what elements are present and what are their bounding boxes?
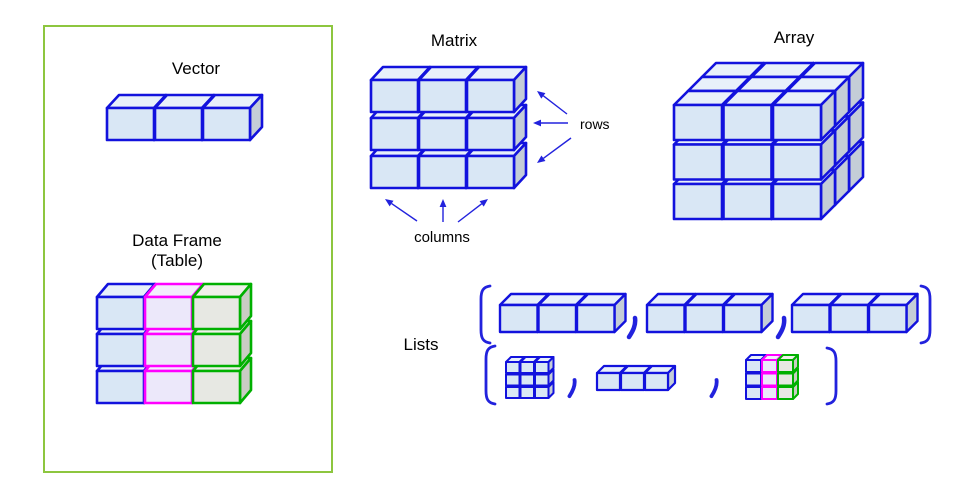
list-row1-comma-1 [626,315,638,340]
list-row2-comma-1 [567,378,577,399]
list-item-vector-2 [645,292,774,334]
array-title: Array [773,28,815,47]
columns-arrow-left [385,199,418,222]
rows-arrow-top [537,91,568,115]
list-row2-close-bracket [825,346,838,406]
list-row1-open-bracket [479,284,492,345]
list-row2-open-bracket [484,344,497,406]
lists-title: Lists [403,335,439,354]
list-item-vector-3 [790,292,919,334]
list-item-small-vector [595,364,677,392]
columns-arrow-right [457,199,488,223]
columns-arrow-middle [439,199,447,222]
list-item-data-frame [745,354,799,400]
vector-cubes [105,93,264,142]
rows-annotation-label: rows [580,116,610,132]
vector-title: Vector [171,59,221,78]
array-cubes [672,61,865,221]
matrix-cubes [369,65,528,190]
list-item-matrix [505,356,555,399]
columns-annotation-label: columns [414,229,470,246]
data-frame-cubes [95,282,253,405]
data-frame-title: Data Frame (Table) [132,231,222,270]
rows-arrow-bottom [537,137,572,163]
data-frame-title-line1: Data Frame [132,231,222,250]
matrix-title: Matrix [430,31,478,50]
data-frame-title-line2: (Table) [151,250,203,270]
rows-arrow-middle [533,119,568,127]
list-row2-comma-2 [709,378,719,399]
list-row1-comma-2 [775,315,787,340]
list-row1-close-bracket [919,284,932,345]
list-item-vector-1 [498,292,627,334]
vector-dataframe-panel-border [43,25,333,473]
